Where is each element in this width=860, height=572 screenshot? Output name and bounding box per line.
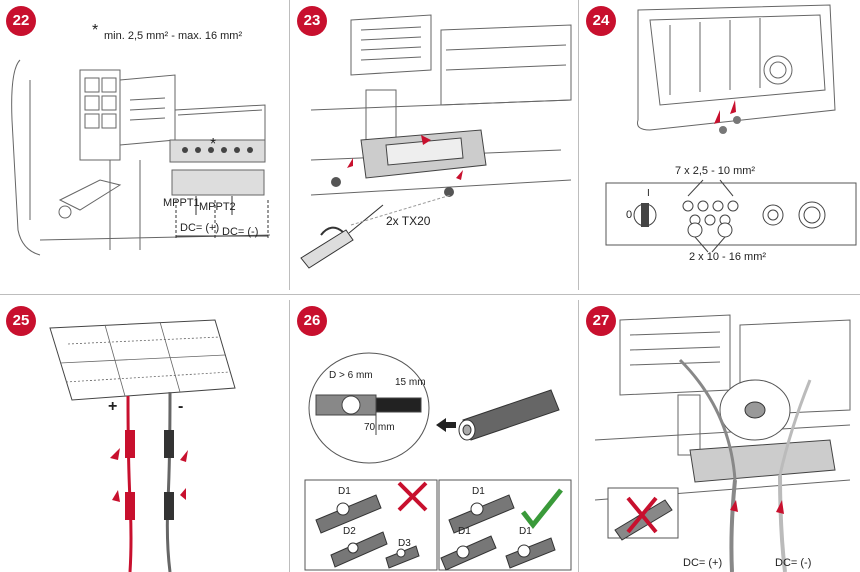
plus-label: + — [108, 398, 118, 415]
step-number: 23 — [297, 6, 327, 36]
dc-minus-label: DC= (-) — [775, 557, 812, 569]
cable-strip-illustration — [304, 352, 572, 571]
dc-plus-label: DC= (+) — [683, 557, 723, 569]
note-symbol: * — [92, 22, 99, 39]
step-number: 27 — [586, 306, 616, 336]
wire-size-note: min. 2,5 mm² - max. 16 mm² — [104, 30, 243, 42]
step-23-panel: 23 — [291, 0, 577, 290]
right-d1-label-a: D1 — [472, 486, 485, 497]
right-d1-label-c: D1 — [519, 526, 532, 537]
switch-on-label: I — [647, 188, 650, 199]
separator — [578, 0, 579, 290]
step-27-panel: 27 — [580, 300, 860, 572]
dc-minus-label: DC= (-) — [222, 226, 259, 238]
separator — [578, 300, 579, 572]
minus-label: - — [178, 398, 184, 415]
step-24-panel: 24 — [580, 0, 860, 290]
strip-d-label: D > 6 mm — [329, 370, 373, 381]
tool-label: 2x TX20 — [386, 214, 431, 228]
mppt1-label: MPPT1 — [163, 197, 200, 209]
step-22-panel: 22 — [0, 0, 286, 290]
top-spec-label: 7 x 2,5 - 10 mm² — [675, 165, 756, 177]
step-number: 24 — [586, 6, 616, 36]
wrong-d1-label: D1 — [338, 486, 351, 497]
inverter-terminal-illustration — [11, 59, 271, 256]
wrong-d2-label: D2 — [343, 526, 356, 537]
step-number: 25 — [6, 306, 36, 336]
cable-insertion-illustration — [594, 314, 851, 572]
strip-70-label: 70 mm — [364, 422, 395, 433]
separator — [289, 0, 290, 290]
step-26-panel: 26 — [291, 300, 577, 572]
right-d1-label-b: D1 — [458, 526, 471, 537]
dc-plus-label: DC= (+) — [180, 222, 220, 234]
strip-15-label: 15 mm — [395, 377, 426, 388]
cable-entry-illustration — [605, 4, 857, 253]
pv-module-illustration — [49, 319, 236, 572]
switch-off-label: 0 — [626, 209, 633, 221]
terminal-star: * — [210, 136, 217, 153]
step-25-panel: 25 + - — [0, 300, 286, 572]
separator — [0, 294, 860, 295]
cover-removal-illustration — [300, 14, 572, 269]
step-number: 22 — [6, 6, 36, 36]
bottom-spec-label: 2 x 10 - 16 mm² — [689, 251, 767, 263]
step-number: 26 — [297, 306, 327, 336]
mppt2-label: MPPT2 — [199, 201, 236, 213]
separator — [289, 300, 290, 572]
wrong-d3-label: D3 — [398, 538, 411, 549]
